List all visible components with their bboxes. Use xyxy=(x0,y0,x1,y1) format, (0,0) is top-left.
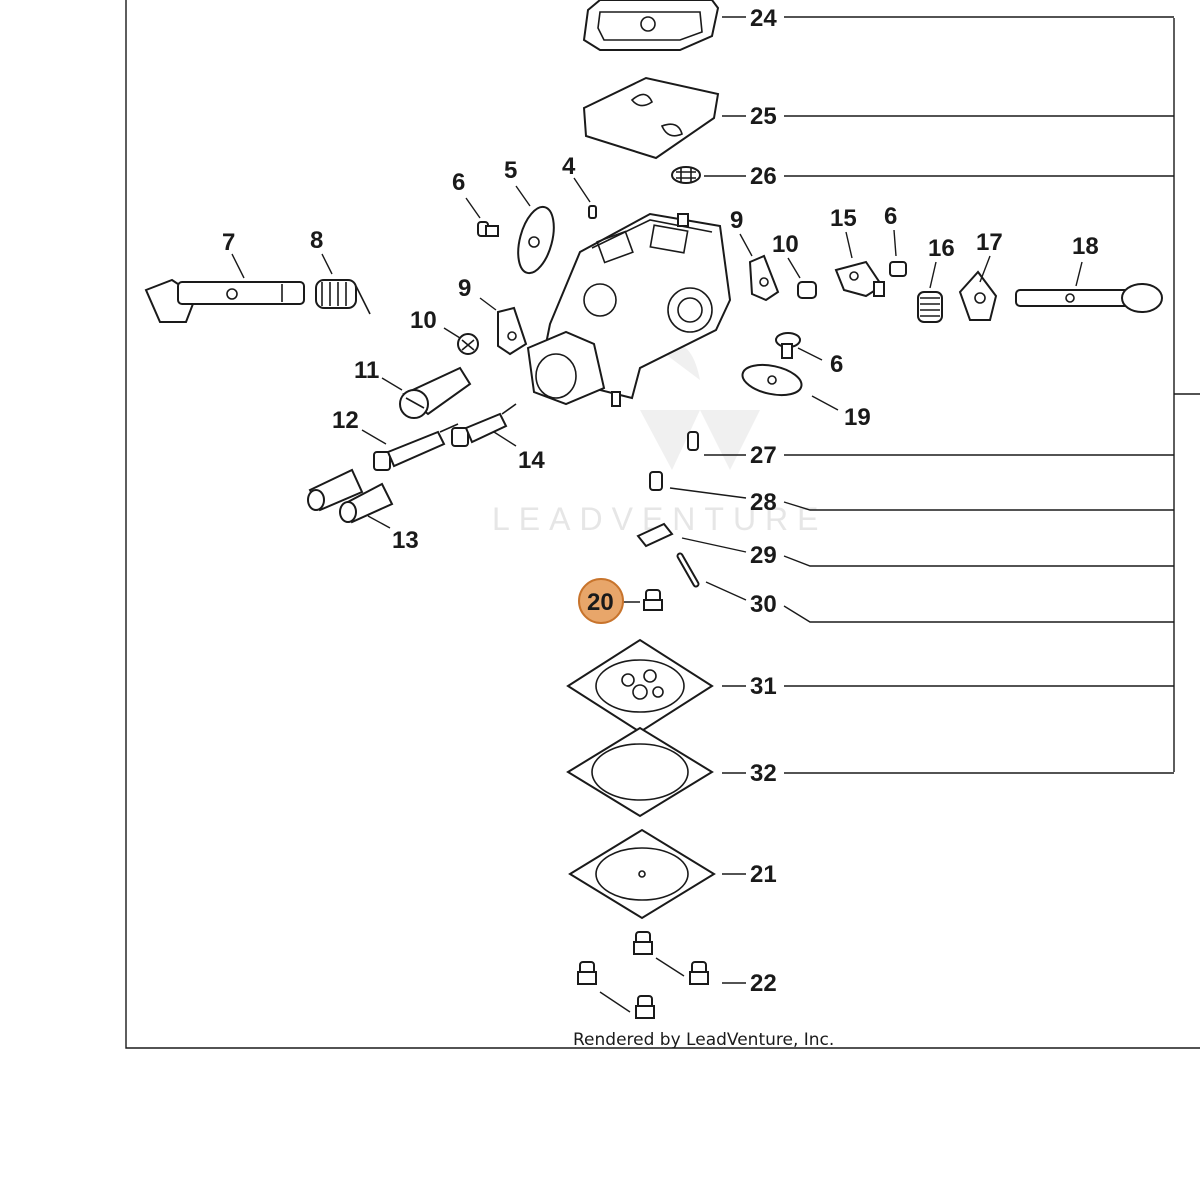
callout-21: 21 xyxy=(750,861,777,888)
callout-26: 26 xyxy=(750,163,777,190)
callout-14: 14 xyxy=(518,447,545,474)
callout-8: 8 xyxy=(310,227,323,254)
part-6-screw-lower[interactable] xyxy=(775,332,801,359)
callout-28: 28 xyxy=(750,489,777,516)
render-credit: Rendered by LeadVenture, Inc. xyxy=(573,1030,834,1050)
part-22-screws[interactable] xyxy=(577,931,709,1019)
part-11-choke[interactable] xyxy=(399,366,472,419)
part-18-choke-shaft[interactable] xyxy=(1015,283,1163,313)
callout-29: 29 xyxy=(750,542,777,569)
part-9-lever-right[interactable] xyxy=(748,254,780,302)
callout-11: 11 xyxy=(354,357,379,384)
part-30-pin[interactable] xyxy=(676,552,700,588)
part-8-spring[interactable] xyxy=(315,279,371,315)
part-9-lever-left[interactable] xyxy=(497,306,528,356)
part-32-gasket[interactable] xyxy=(566,726,714,818)
part-6-screw-top[interactable] xyxy=(477,221,499,237)
callout-4: 4 xyxy=(562,153,576,180)
watermark-logo xyxy=(640,344,760,470)
callout-9a: 9 xyxy=(458,275,471,302)
part-10-screw-right[interactable] xyxy=(797,281,817,299)
callout-10b: 10 xyxy=(772,231,799,258)
part-19-gasket[interactable] xyxy=(740,360,805,400)
highlight-marker-20[interactable] xyxy=(578,578,624,624)
part-15-lever[interactable] xyxy=(834,260,885,298)
callout-6a: 6 xyxy=(452,169,465,196)
callout-15: 15 xyxy=(830,205,857,232)
part-12-needle[interactable] xyxy=(373,423,459,471)
part-6-screw-right[interactable] xyxy=(889,261,907,277)
carburetor-body[interactable] xyxy=(526,212,732,407)
callout-16: 16 xyxy=(928,235,955,262)
callout-20: 20 xyxy=(587,589,614,616)
callout-30: 30 xyxy=(750,591,777,618)
part-20-screw[interactable] xyxy=(643,589,663,611)
callout-32: 32 xyxy=(750,760,777,787)
callout-22: 22 xyxy=(750,970,777,997)
callout-6c: 6 xyxy=(830,351,843,378)
part-10-screw-left[interactable] xyxy=(457,333,479,355)
diagram-frame xyxy=(125,0,1200,1049)
part-28-spring[interactable] xyxy=(649,471,663,491)
callout-19: 19 xyxy=(844,404,871,431)
part-24-gasket[interactable] xyxy=(582,0,720,51)
part-16-spring[interactable] xyxy=(917,291,943,323)
part-7-throttle-shaft[interactable] xyxy=(144,278,305,323)
part-5-throttle-plate[interactable] xyxy=(512,203,561,277)
callout-27: 27 xyxy=(750,442,777,469)
callout-17: 17 xyxy=(976,229,1003,256)
callout-18: 18 xyxy=(1072,233,1099,260)
part-21-pump-cover[interactable] xyxy=(568,828,716,920)
callout-7: 7 xyxy=(222,229,235,256)
part-13-caps[interactable] xyxy=(307,468,394,524)
callout-6b: 6 xyxy=(884,203,897,230)
callout-9b: 9 xyxy=(730,207,743,234)
part-4-pin[interactable] xyxy=(588,205,597,219)
part-25-diaphragm[interactable] xyxy=(582,76,720,160)
part-31-diaphragm[interactable] xyxy=(566,638,714,734)
part-26-screen[interactable] xyxy=(671,166,701,184)
callout-5: 5 xyxy=(504,157,517,184)
callout-25: 25 xyxy=(750,103,777,130)
part-14-needle[interactable] xyxy=(451,403,517,447)
part-29-lever[interactable] xyxy=(636,522,674,548)
callout-12: 12 xyxy=(332,407,359,434)
callout-13: 13 xyxy=(392,527,419,554)
part-27-needle-valve[interactable] xyxy=(687,431,699,451)
part-17-lever[interactable] xyxy=(958,270,998,321)
callout-31: 31 xyxy=(750,673,777,700)
callout-24: 24 xyxy=(750,5,777,32)
callout-10a: 10 xyxy=(410,307,437,334)
